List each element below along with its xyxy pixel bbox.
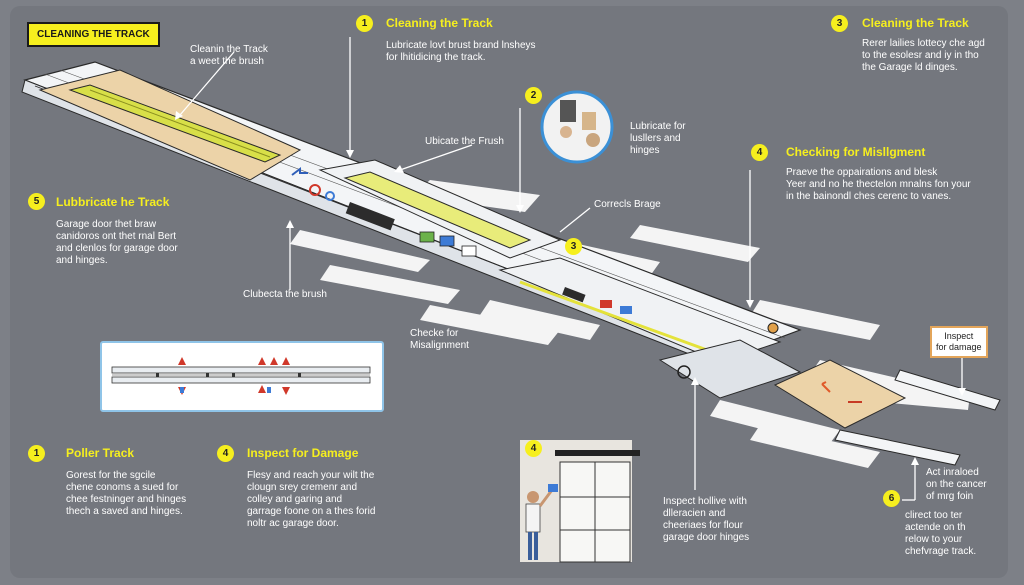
- callout-inspect-damage-body: Flesy and reach your wilt the clougn sre…: [247, 470, 376, 529]
- callout-cleaning-track-right-body: Rerer lailies lottecy che agd to the eso…: [862, 38, 985, 73]
- callout-cleaning-track-right-title: Cleaning the Track: [862, 16, 969, 30]
- label-corrects-brage: Correcls Brage: [594, 199, 661, 210]
- inset-track-diagram: [111, 357, 371, 395]
- label-clirect-too: clirect too ter actende on th relow to y…: [905, 510, 977, 557]
- callout-lubricate-track-title: Lubbricate he Track: [56, 195, 170, 209]
- step-badge-5-left: 5: [28, 193, 45, 210]
- label-clubecta-brush: Clubecta the brush: [243, 289, 327, 300]
- step-badge-4-bottom: 4: [217, 445, 234, 462]
- label-act-inraloed: Act inraloed on the cancer of mrg foin: [926, 467, 987, 502]
- garage-door-photo: [520, 440, 640, 563]
- label-check-misalignment: Checke for Misalignment: [410, 328, 469, 351]
- label-lubricate-brush: Ubicate the Frush: [425, 136, 504, 147]
- callout-misalignment-body: Praeve the oppairations and blesk Yeer a…: [786, 167, 971, 202]
- roller-photo-circle: [540, 90, 614, 164]
- callout-roller-track-body: Gorest for the sgcile chene conoms a sue…: [66, 470, 187, 517]
- title-badge: CLEANING THE TRACK: [27, 22, 160, 47]
- callout-cleaning-track-title: Cleaning the Track: [386, 16, 493, 30]
- label-clean-brush: Cleanin the Track a weet the brush: [190, 44, 268, 67]
- track-body: [21, 61, 1001, 466]
- step-badge-3-top: 3: [831, 15, 848, 32]
- step-badge-1-bottom: 1: [28, 445, 45, 462]
- callout-misalignment-title: Checking for Misllgment: [786, 145, 926, 159]
- inspect-damage-box: Inspect for damage: [930, 326, 988, 358]
- callout-cleaning-track-body: Lubricate lovt brust brand lnsheys for l…: [386, 40, 536, 63]
- step-badge-1-top: 1: [356, 15, 373, 32]
- callout-lubricate-track-body: Garage door thet braw canidoros ont thet…: [56, 219, 178, 266]
- misalignment-inset: [100, 341, 384, 412]
- leader-lines: [179, 37, 963, 501]
- step-badge-2: 2: [525, 87, 542, 104]
- step-badge-3-mid: 3: [565, 238, 582, 255]
- arrowheads: [175, 111, 966, 465]
- callout-inspect-damage-title: Inspect for Damage: [247, 446, 359, 460]
- step-badge-4-right: 4: [751, 144, 768, 161]
- step-badge-6: 6: [883, 490, 900, 507]
- step-badge-4-photo: 4: [525, 440, 542, 457]
- callout-roller-track-title: Poller Track: [66, 446, 135, 460]
- label-inspect-hollive: Inspect hollive with dlleracien and chee…: [663, 496, 750, 543]
- label-lubricate-rollers: Lubricate for lusllers and hinges: [630, 121, 686, 156]
